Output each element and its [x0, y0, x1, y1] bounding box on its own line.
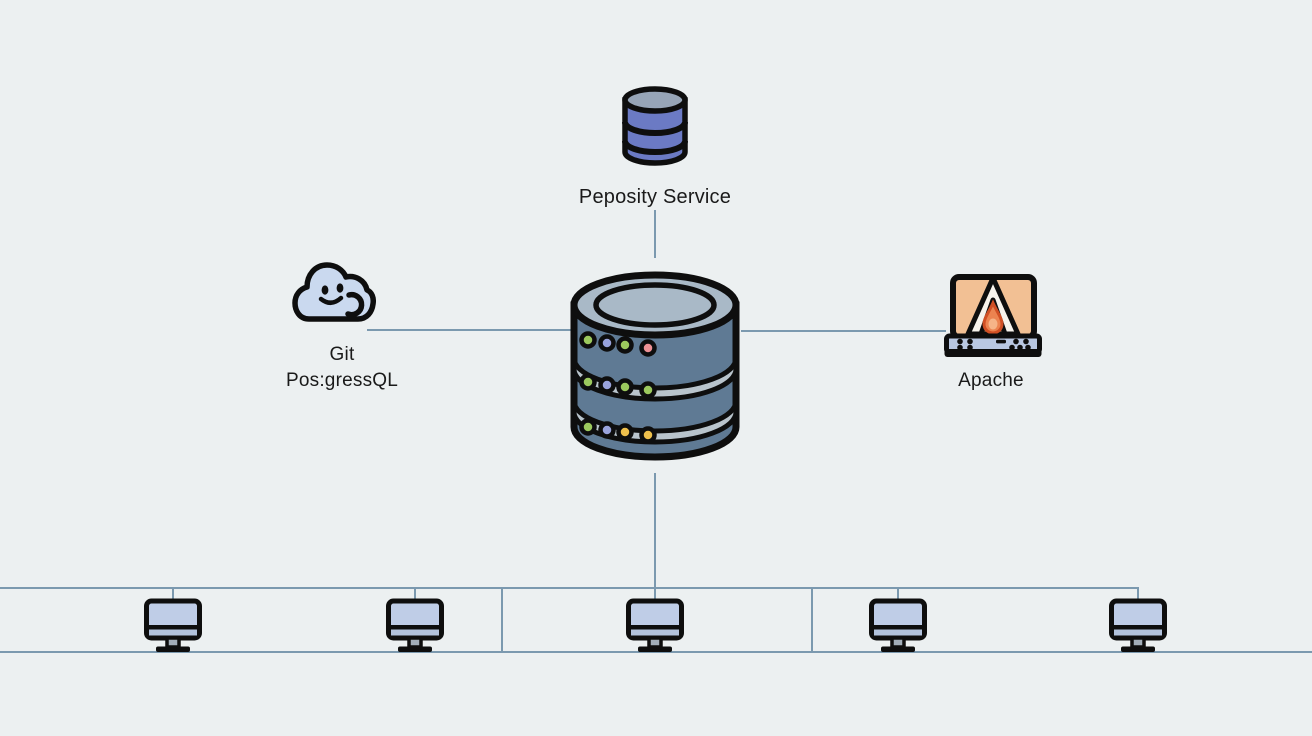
repository-service-label: Peposity Service [578, 186, 732, 208]
cloud-eye-right [336, 283, 344, 293]
led-row1-green [579, 331, 597, 349]
git-postgresql-label: Git Pos:gressQL [222, 342, 462, 394]
led-row2-green2 [616, 378, 634, 396]
edge-central-to-bus [654, 473, 656, 589]
client-bus-top [0, 587, 1139, 589]
led-row3-green [579, 418, 597, 436]
bus-divider-right [811, 587, 813, 653]
led-row2-green3 [639, 381, 657, 399]
apache-label: Apache [958, 370, 1024, 391]
cloud-smile [318, 295, 344, 305]
git-label-line2: Pos:gressQL [285, 370, 399, 391]
led-row3-yellow [616, 423, 634, 441]
desktop-monitor-icon [144, 598, 202, 652]
led-row1-periwinkle [598, 334, 616, 352]
monitor-drop-3 [654, 587, 656, 601]
server-database-icon [570, 271, 740, 461]
desktop-monitor-icon [386, 598, 444, 652]
desktop-monitor-icon [1109, 598, 1167, 652]
client-bus-bottom [0, 651, 1312, 653]
cloud-curl [345, 291, 365, 318]
apache-flame [982, 299, 1004, 335]
led-row1-green2 [616, 336, 634, 354]
monitor-drop-1 [172, 587, 174, 601]
led-row2-periwinkle [598, 376, 616, 394]
git-label-line1: Git [329, 344, 355, 365]
monitor-drop-4 [897, 587, 899, 601]
desktop-monitor-icon [626, 598, 684, 652]
edge-git-to-central [367, 329, 571, 331]
cloud-eye-left [321, 285, 329, 295]
led-row3-periwinkle [598, 421, 616, 439]
monitor-drop-2 [414, 587, 416, 601]
smiling-cloud-icon [292, 262, 376, 322]
database-cylinder-icon [622, 86, 688, 166]
edge-repo-to-central [654, 210, 656, 258]
desktop-monitor-icon [869, 598, 927, 652]
led-row1-red [639, 339, 657, 357]
monitor-drop-5 [1137, 587, 1139, 601]
led-row2-green [579, 373, 597, 391]
apache-flame-highlight [988, 318, 998, 330]
led-row3-yellow2 [639, 426, 657, 444]
apache-server-icon [944, 274, 1042, 357]
bus-divider-left [501, 587, 503, 653]
edge-central-to-apache [741, 330, 946, 332]
